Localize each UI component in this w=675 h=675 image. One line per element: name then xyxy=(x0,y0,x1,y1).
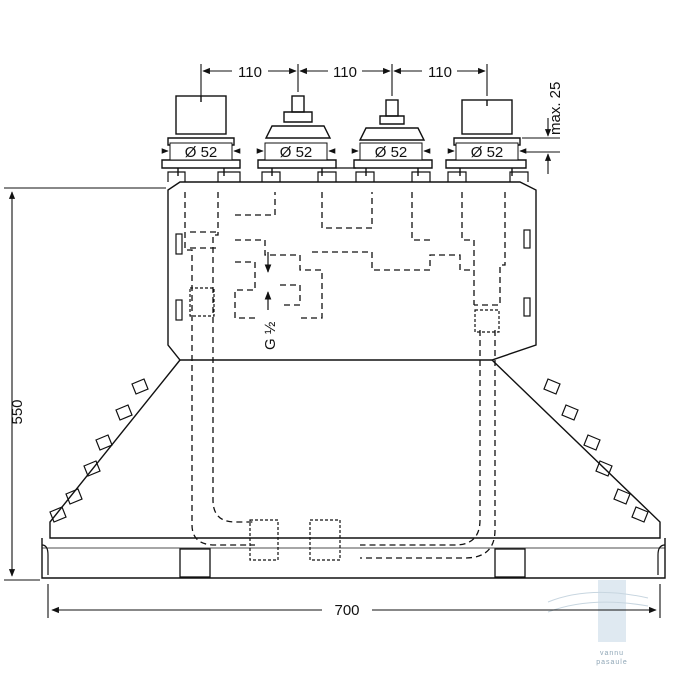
side-screws-left xyxy=(49,378,149,523)
valve-sockets xyxy=(167,167,529,182)
dim-spacing-3: 110 xyxy=(428,64,452,81)
block-side-lugs xyxy=(175,229,531,321)
watermark: vannu pasaule xyxy=(547,580,649,666)
base-end-caps xyxy=(41,544,666,575)
pipe-fittings xyxy=(189,287,500,561)
dim-diameter-1: Ø 52 xyxy=(185,144,218,161)
diameter-bands xyxy=(169,142,519,161)
dim-diameter-2: Ø 52 xyxy=(280,144,313,161)
dim-spacing-lines xyxy=(200,64,488,96)
dim-spacing-1: 110 xyxy=(238,64,262,81)
dim-total-height: 550 xyxy=(9,399,26,424)
watermark-line1: vannu xyxy=(600,650,624,657)
valve-3 xyxy=(353,99,433,176)
side-screws-right xyxy=(543,378,649,523)
thread-label: G ½ xyxy=(262,321,279,350)
valve-4 xyxy=(445,99,527,176)
dim-max-height: max. 25 xyxy=(547,82,564,135)
dim-total-height-lines xyxy=(4,187,166,581)
dim-spacing-2: 110 xyxy=(333,64,357,81)
dim-total-width-lines xyxy=(47,584,661,618)
watermark-line2: pasaule xyxy=(596,659,628,666)
base-foot-left xyxy=(179,548,211,578)
dim-diameter-4: Ø 52 xyxy=(471,144,504,161)
valve-2 xyxy=(257,95,337,176)
base-foot-right xyxy=(494,548,526,578)
dim-total-width: 700 xyxy=(334,602,359,619)
valve-1 xyxy=(161,95,241,176)
dim-diameter-3: Ø 52 xyxy=(375,144,408,161)
internal-channels xyxy=(184,192,506,559)
mixer-body-outline xyxy=(41,181,666,579)
dim-max-height-lines xyxy=(522,118,560,174)
